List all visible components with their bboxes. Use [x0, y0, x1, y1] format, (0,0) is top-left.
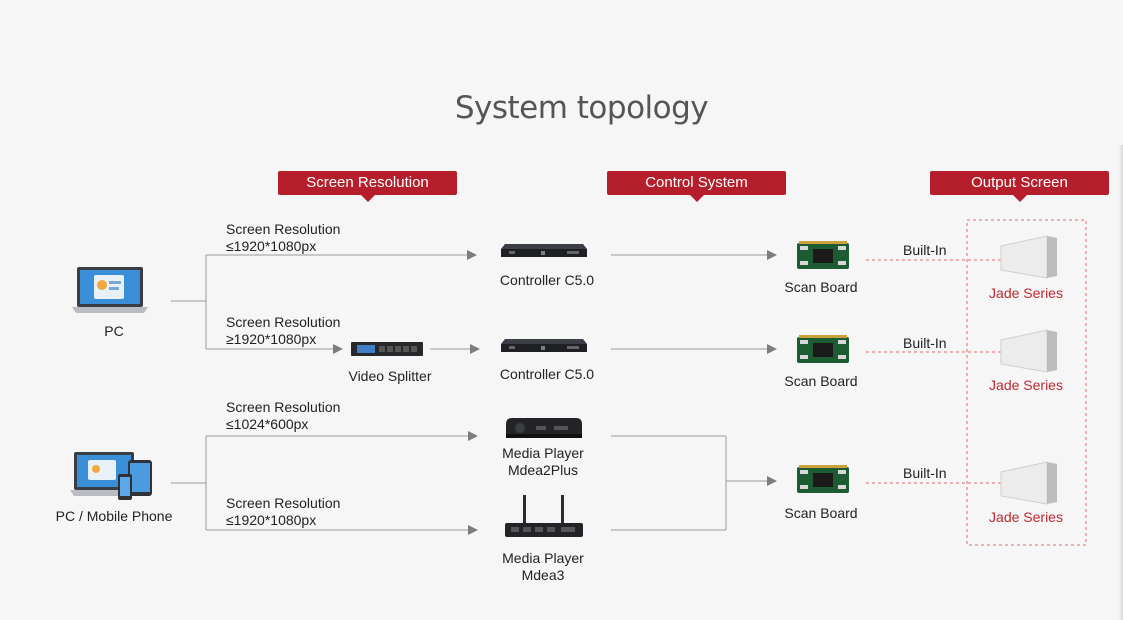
- scan-board-icon: [797, 465, 849, 493]
- controller-1-label: Controller C5.0: [499, 272, 595, 288]
- resolution-3-label: Screen Resolution: [226, 399, 341, 415]
- scan-board-3-label: Scan Board: [784, 505, 858, 521]
- resolution-4-label: Screen Resolution: [226, 495, 341, 511]
- scan-board-icon: [797, 335, 849, 363]
- media-player-icon: [506, 418, 582, 438]
- resolution-4-value: ≤1920*1080px: [226, 512, 317, 528]
- resolution-1-value: ≤1920*1080px: [226, 238, 317, 254]
- resolution-2-label: Screen Resolution: [226, 314, 341, 330]
- media-player-icon: [505, 495, 583, 537]
- scan-board-icon: [797, 241, 849, 269]
- resolution-2-value: ≥1920*1080px: [226, 331, 317, 347]
- resolution-1-label: Screen Resolution: [226, 221, 341, 237]
- header-output-screen: Output Screen: [930, 171, 1109, 202]
- header-control-system: Control System: [607, 171, 786, 202]
- jade-series-1-label: Jade Series: [989, 285, 1063, 301]
- jade-series-3-label: Jade Series: [989, 509, 1063, 525]
- source-pc-mobile-label: PC / Mobile Phone: [55, 508, 173, 524]
- header-screen-resolution: Screen Resolution: [278, 171, 457, 202]
- controller-icon: [501, 339, 587, 352]
- built-in-1-label: Built-In: [903, 242, 947, 258]
- media-player-1-line1: Media Player: [502, 445, 584, 461]
- scan-board-1-label: Scan Board: [784, 279, 858, 295]
- video-splitter-label: Video Splitter: [348, 368, 432, 384]
- resolution-3-value: ≤1024*600px: [226, 416, 309, 432]
- multi-device-icon: [70, 452, 152, 500]
- media-player-2-line2: Mdea3: [521, 567, 565, 583]
- edge-shadow: [1119, 145, 1123, 620]
- panel-icon: [1000, 461, 1057, 505]
- source-pc-label: PC: [104, 323, 124, 339]
- laptop-icon: [72, 267, 148, 313]
- panel-icon: [1000, 235, 1057, 279]
- controller-2-label: Controller C5.0: [499, 366, 595, 382]
- controller-icon: [501, 244, 587, 257]
- page-title: System topology: [454, 90, 709, 126]
- scan-board-2-label: Scan Board: [784, 373, 858, 389]
- jade-series-2-label: Jade Series: [989, 377, 1063, 393]
- media-player-2-line1: Media Player: [502, 550, 584, 566]
- built-in-2-label: Built-In: [903, 335, 947, 351]
- media-player-1-line2: Mdea2Plus: [507, 462, 579, 478]
- built-in-3-label: Built-In: [903, 465, 947, 481]
- video-splitter-icon: [351, 342, 423, 356]
- panel-icon: [1000, 329, 1057, 373]
